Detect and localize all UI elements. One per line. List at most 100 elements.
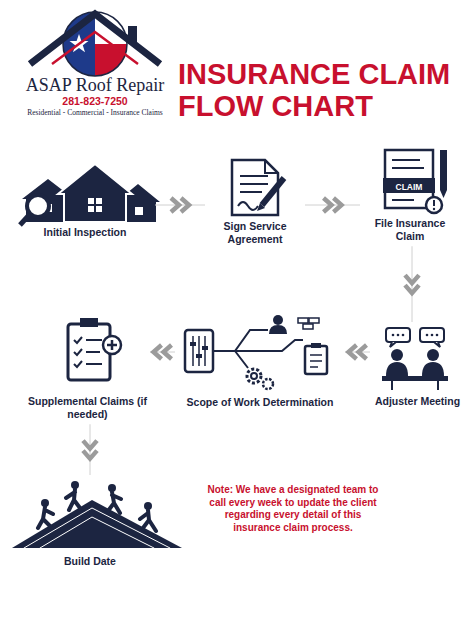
- icon-part: [434, 342, 440, 347]
- icon-part: [68, 324, 110, 380]
- icon-part: [190, 342, 196, 346]
- meeting-icon: [382, 328, 448, 390]
- roof-workers-illustration: [12, 481, 182, 548]
- icon-part: [240, 175, 268, 177]
- icon-part: [213, 330, 303, 368]
- note-text: Note: We have a designated team to call …: [205, 484, 381, 534]
- company-tagline: Residential - Commercial - Insurance Cla…: [4, 108, 186, 117]
- process-step: Sign Service Agreement: [205, 155, 305, 249]
- process-step: Supplemental Claims (if needed): [25, 315, 150, 424]
- icon-part: [311, 343, 321, 348]
- icon-part: [426, 197, 442, 213]
- step-label: File Insurance Claim: [360, 217, 460, 243]
- icon-part: [431, 334, 434, 337]
- icon-part: [27, 195, 49, 217]
- flow-connector: [155, 198, 205, 212]
- icon-part: [58, 164, 132, 222]
- icon-part: [310, 354, 322, 356]
- icon-part: [269, 325, 287, 334]
- icon-part: [111, 340, 114, 350]
- chevron-arrowhead: [334, 198, 342, 212]
- icon-part: [103, 336, 121, 354]
- chevron-arrowhead: [83, 451, 97, 459]
- icon-part: [263, 379, 273, 389]
- icon-part: [80, 318, 98, 327]
- icon-part: [52, 32, 138, 64]
- icon-part: [40, 517, 154, 548]
- chevron-arrowhead: [171, 198, 179, 212]
- process-step: Build Date: [10, 475, 170, 571]
- icon-part: [426, 334, 429, 337]
- chevron-arrowhead: [154, 345, 162, 359]
- icon-part: [86, 339, 102, 341]
- icon-part: [440, 190, 447, 198]
- step-label: Adjuster Meeting: [370, 395, 465, 408]
- chevron-arrowhead: [405, 285, 419, 293]
- chevron-arrowhead: [164, 345, 172, 359]
- icon-part: [310, 366, 318, 368]
- icon-part: [262, 178, 284, 205]
- icon-part: [392, 334, 395, 337]
- logo-emblem: [30, 12, 160, 76]
- icon-part: [88, 206, 94, 212]
- icon-part: [12, 500, 182, 548]
- icon-part: [420, 328, 444, 342]
- step-label: Scope of Work Determination: [175, 396, 345, 409]
- checklist-icon: [68, 318, 121, 380]
- houses-icon: [20, 164, 160, 225]
- icon-part: [402, 334, 405, 337]
- flow-connector: [305, 198, 360, 212]
- icon-part: [86, 351, 100, 353]
- claim-tag: CLAIM: [385, 180, 433, 195]
- icon-part: [63, 12, 127, 76]
- icon-part: [238, 202, 258, 210]
- claim-document-icon: [383, 150, 447, 213]
- icon-part: [240, 191, 262, 193]
- icon-part: [397, 334, 400, 337]
- icon-part: [392, 159, 420, 161]
- icon-part: [433, 200, 435, 206]
- icon-part: [88, 198, 94, 204]
- company-name: ASAP Roof Repair: [6, 74, 184, 97]
- icon-part: [74, 337, 82, 367]
- icon-part: [273, 315, 283, 325]
- chevron-arrowhead: [324, 198, 332, 212]
- agreement-icon: [232, 160, 284, 215]
- icon-part: [96, 206, 102, 212]
- chevron-arrowhead: [349, 345, 357, 359]
- icon-part: [427, 349, 439, 361]
- step-label: Sign Service Agreement: [205, 220, 305, 246]
- icon-part: [310, 360, 322, 362]
- process-step: Initial Inspection: [15, 170, 155, 242]
- icon-part: [305, 346, 327, 374]
- icon-part: [38, 507, 53, 528]
- icon-part: [140, 510, 156, 531]
- icon-part: [24, 508, 170, 548]
- icon-part: [386, 328, 410, 342]
- flow-connector: [150, 345, 175, 359]
- icon-part: [192, 336, 194, 366]
- icon-part: [240, 183, 268, 185]
- flow-connector: [83, 424, 97, 475]
- icon-part: [185, 330, 213, 372]
- step-label: Initial Inspection: [15, 226, 155, 239]
- icon-part: [86, 363, 102, 365]
- icon-part: [391, 381, 393, 390]
- icon-part: [204, 336, 206, 366]
- icon-part: [108, 492, 121, 513]
- chart-title: INSURANCE CLAIM FLOW CHART: [178, 58, 468, 123]
- chevron-arrowhead: [359, 345, 367, 359]
- icon-part: [20, 214, 30, 225]
- icon-part: [391, 349, 403, 361]
- icon-part: [440, 150, 447, 190]
- icon-part: [232, 160, 278, 215]
- icon-part: [382, 376, 448, 381]
- icon-part: [392, 199, 414, 201]
- icon-part: [422, 362, 444, 376]
- chevron-arrowhead: [181, 198, 189, 212]
- icon-part: [196, 354, 202, 358]
- icon-part: [436, 334, 439, 337]
- process-step: Scope of Work Determination: [175, 310, 345, 412]
- icon-part: [390, 342, 396, 347]
- icon-part: [135, 207, 143, 215]
